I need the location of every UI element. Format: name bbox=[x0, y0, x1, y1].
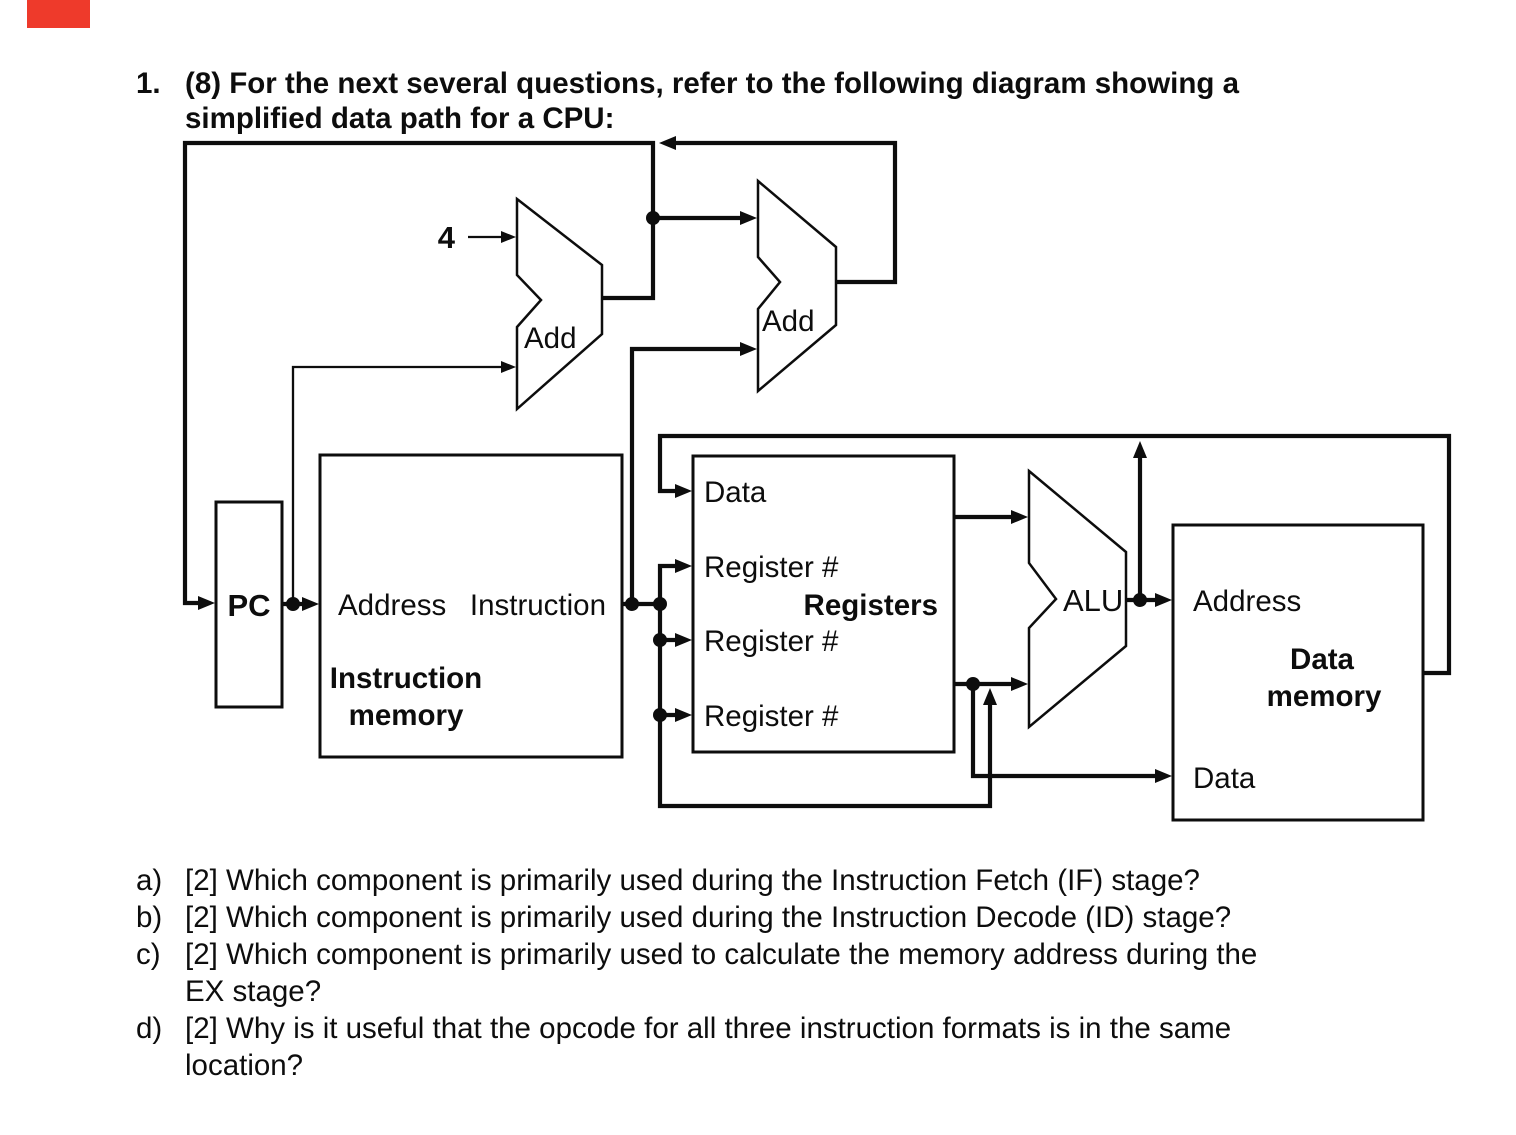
alu-label: ALU bbox=[1063, 583, 1123, 618]
adder-top-label: Add bbox=[524, 322, 577, 355]
registers-register1-port-label: Register # bbox=[704, 551, 839, 584]
question-d-wrap: location? bbox=[136, 1047, 1466, 1084]
question-c: c) [2] Which component is primarily used… bbox=[136, 936, 1466, 973]
question-d-text: [2] Why is it useful that the opcode for… bbox=[185, 1012, 1232, 1045]
title-line-1: (8) For the next several questions, refe… bbox=[185, 67, 1239, 100]
arrow-into-registers-data bbox=[675, 484, 692, 498]
writeback-loop-wire bbox=[657, 433, 1452, 676]
wires bbox=[182, 140, 1452, 809]
arrow-into-dmem-address bbox=[1155, 593, 1172, 607]
dmem-address-port-label: Address bbox=[1193, 585, 1301, 618]
dmem-data-port-label: Data bbox=[1193, 762, 1256, 795]
dmem-name-line1: Data bbox=[1290, 643, 1355, 676]
question-d-label: d) bbox=[136, 1012, 163, 1045]
question-a-text: [2] Which component is primarily used du… bbox=[185, 864, 1200, 897]
pc-increment-adder-shape bbox=[515, 196, 604, 412]
junction-dots bbox=[286, 211, 1147, 722]
imem-name-line1: Instruction bbox=[330, 662, 482, 695]
registers-register3-port-label: Register # bbox=[704, 700, 839, 733]
arrow-four-into-adder bbox=[501, 231, 516, 243]
imem-address-port-label: Address bbox=[338, 589, 446, 622]
branch-adder-shape bbox=[756, 178, 838, 394]
question-title: 1. (8) For the next several questions, r… bbox=[136, 66, 1456, 136]
arrow-into-register2 bbox=[675, 633, 692, 647]
arrow-up-into-read-data2 bbox=[983, 688, 997, 705]
adder-branch-label: Add bbox=[762, 305, 815, 338]
pc-to-adder-wire bbox=[291, 365, 503, 604]
imem-instruction-port-label: Instruction bbox=[470, 589, 606, 622]
question-c-wrap: EX stage? bbox=[136, 973, 1466, 1010]
register3-select-wire bbox=[657, 604, 993, 809]
registers-name-label: Registers bbox=[804, 589, 938, 622]
question-c-text: [2] Which component is primarily used to… bbox=[185, 938, 1258, 971]
arrow-into-register3 bbox=[675, 708, 692, 722]
question-list: a) [2] Which component is primarily used… bbox=[136, 862, 1466, 1084]
instruction-memory-box bbox=[318, 453, 624, 759]
arrow-into-branch-adder-top bbox=[740, 211, 757, 225]
pc-box bbox=[214, 500, 284, 709]
arrow-into-dmem-data bbox=[1155, 769, 1172, 783]
constant-four-label: 4 bbox=[438, 220, 456, 255]
question-a-label: a) bbox=[136, 864, 163, 897]
question-b-text: [2] Which component is primarily used du… bbox=[185, 901, 1232, 934]
arrow-into-address-imem bbox=[302, 597, 319, 611]
red-crop-marker bbox=[27, 0, 90, 28]
arrow-into-pc bbox=[198, 596, 215, 610]
arrow-feedback-left bbox=[659, 136, 676, 150]
arrow-pc-into-adder bbox=[501, 361, 516, 373]
arrow-into-branch-adder-bottom bbox=[740, 342, 757, 356]
registers-data-port-label: Data bbox=[704, 476, 767, 509]
question-number: 1. bbox=[136, 67, 161, 100]
register1-select-wire bbox=[657, 563, 679, 604]
arrow-up-into-writeback bbox=[1133, 441, 1147, 458]
question-d: d) [2] Why is it useful that the opcode … bbox=[136, 1010, 1466, 1047]
question-c-text-line2: EX stage? bbox=[185, 975, 322, 1008]
question-c-label: c) bbox=[136, 938, 161, 971]
question-d-text-line2: location? bbox=[185, 1049, 304, 1082]
arrowheads bbox=[198, 136, 1172, 783]
title-line-2: simplified data path for a CPU: bbox=[185, 102, 615, 135]
imem-name-line2: memory bbox=[349, 699, 464, 732]
pc-update-loop-wire bbox=[182, 140, 656, 606]
offset-to-branch-adder-wire bbox=[629, 346, 742, 604]
pc-label: PC bbox=[227, 588, 270, 623]
data-memory-box bbox=[1171, 523, 1425, 822]
question-title-text: (8) For the next several questions, refe… bbox=[185, 66, 1239, 136]
arrow-into-register1 bbox=[675, 559, 692, 573]
dmem-name-line2: memory bbox=[1267, 680, 1382, 713]
branch-adder-feedback-wire bbox=[676, 140, 898, 285]
question-b: b) [2] Which component is primarily used… bbox=[136, 899, 1466, 936]
question-b-label: b) bbox=[136, 901, 163, 934]
arrow-into-alu-top bbox=[1011, 510, 1028, 524]
question-a: a) [2] Which component is primarily used… bbox=[136, 862, 1466, 899]
arrow-into-alu-bottom bbox=[1011, 677, 1028, 691]
alu-shape bbox=[1027, 468, 1128, 730]
registers-box bbox=[691, 454, 956, 754]
store-data-wire bbox=[970, 684, 1159, 779]
registers-register2-port-label: Register # bbox=[704, 625, 839, 658]
